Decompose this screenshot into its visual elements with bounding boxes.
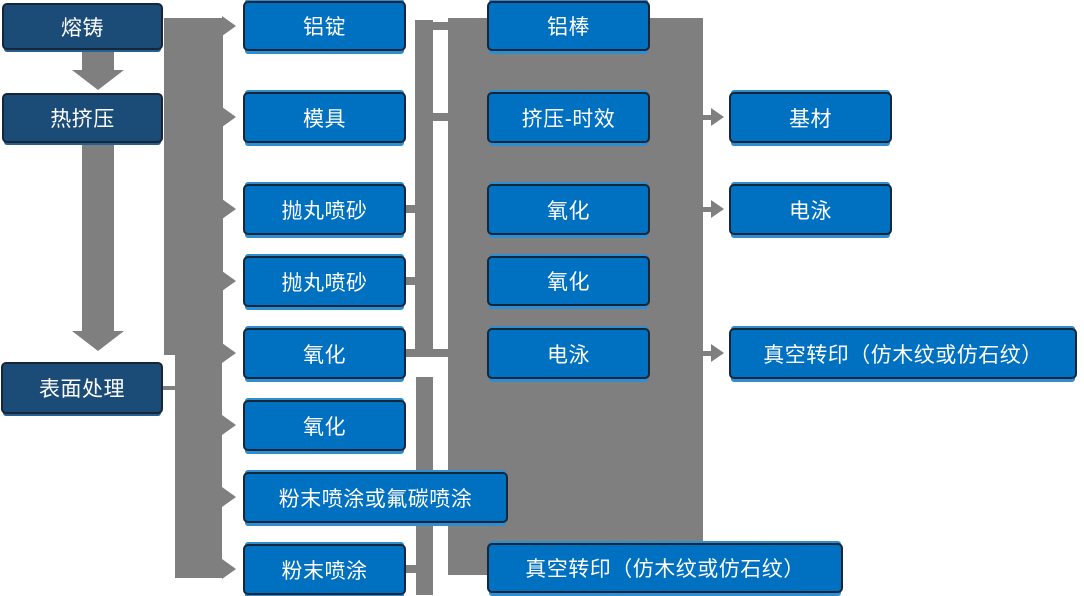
node-mold: 模具 [243,92,406,143]
node-extrusion-aging: 挤压-时效 [487,92,650,143]
stub-to-vacuum-transfer-col4 [703,351,712,356]
stub-shot-blasting-1 [405,205,416,213]
node-electrophoresis-col4: 电泳 [729,184,892,235]
arrow-to-vacuum-transfer-col4 [711,344,724,362]
node-aluminum-rod: 铝棒 [487,1,650,51]
node-vacuum-transfer-col4: 真空转印（仿木纹或仿石纹） [729,328,1077,379]
arrow-to-oxidation-col2-2 [222,415,236,435]
node-hot-extrusion: 热挤压 [2,93,163,143]
arrow-to-mold [222,107,236,127]
connector-spine-lower [175,355,222,578]
stub-powder-coating [405,565,417,573]
arrow-to-shot-blasting-1 [222,199,236,219]
node-oxidation-col2-2: 氧化 [243,400,406,451]
node-oxidation-col3-1: 氧化 [487,184,650,235]
stub-row2-to-panel [433,113,449,121]
node-powder-coating: 粉末喷涂 [243,544,406,595]
node-aluminum-ingot: 铝锭 [243,1,406,51]
node-oxidation-col3-2: 氧化 [487,256,650,306]
node-shot-blasting-2: 抛丸喷砂 [243,256,406,307]
arrow-to-shot-blasting-2 [222,271,236,291]
arrow-to-base-material [711,108,724,126]
connector-surface-treatment-link [160,386,177,390]
node-oxidation-col2-1: 氧化 [243,328,406,379]
arrow-to-aluminum-ingot [222,16,236,36]
stub-oxidation-row5 [405,349,449,357]
node-electrophoresis-col3: 电泳 [487,328,650,379]
node-vacuum-transfer-col3: 真空转印（仿木纹或仿石纹） [487,543,843,593]
stub-to-base-material [703,115,712,120]
node-powder-fluorocarbon: 粉末喷涂或氟碳喷涂 [243,472,508,523]
node-surface-treatment: 表面处理 [1,362,163,414]
node-shot-blasting-1: 抛丸喷砂 [243,184,406,235]
stub-row1-to-panel [433,22,449,30]
arrow-to-electrophoresis-col4 [711,200,724,218]
stub-shot-blasting-2 [405,277,416,285]
connector-col1-bar-top [82,50,114,72]
node-base-material: 基材 [729,92,892,143]
connector-midbar-upper [415,20,433,355]
arrow-to-oxidation-col2-1 [222,343,236,363]
connector-spine-upper [164,18,223,355]
arrow-down-to-hot-extrusion [72,70,124,90]
arrow-to-powder-coating [222,559,236,579]
stub-to-electrophoresis-col4 [703,207,712,212]
node-melting: 熔铸 [2,3,163,50]
arrow-down-to-surface-treatment [72,331,124,351]
arrow-to-powder-fluorocarbon [222,487,236,507]
